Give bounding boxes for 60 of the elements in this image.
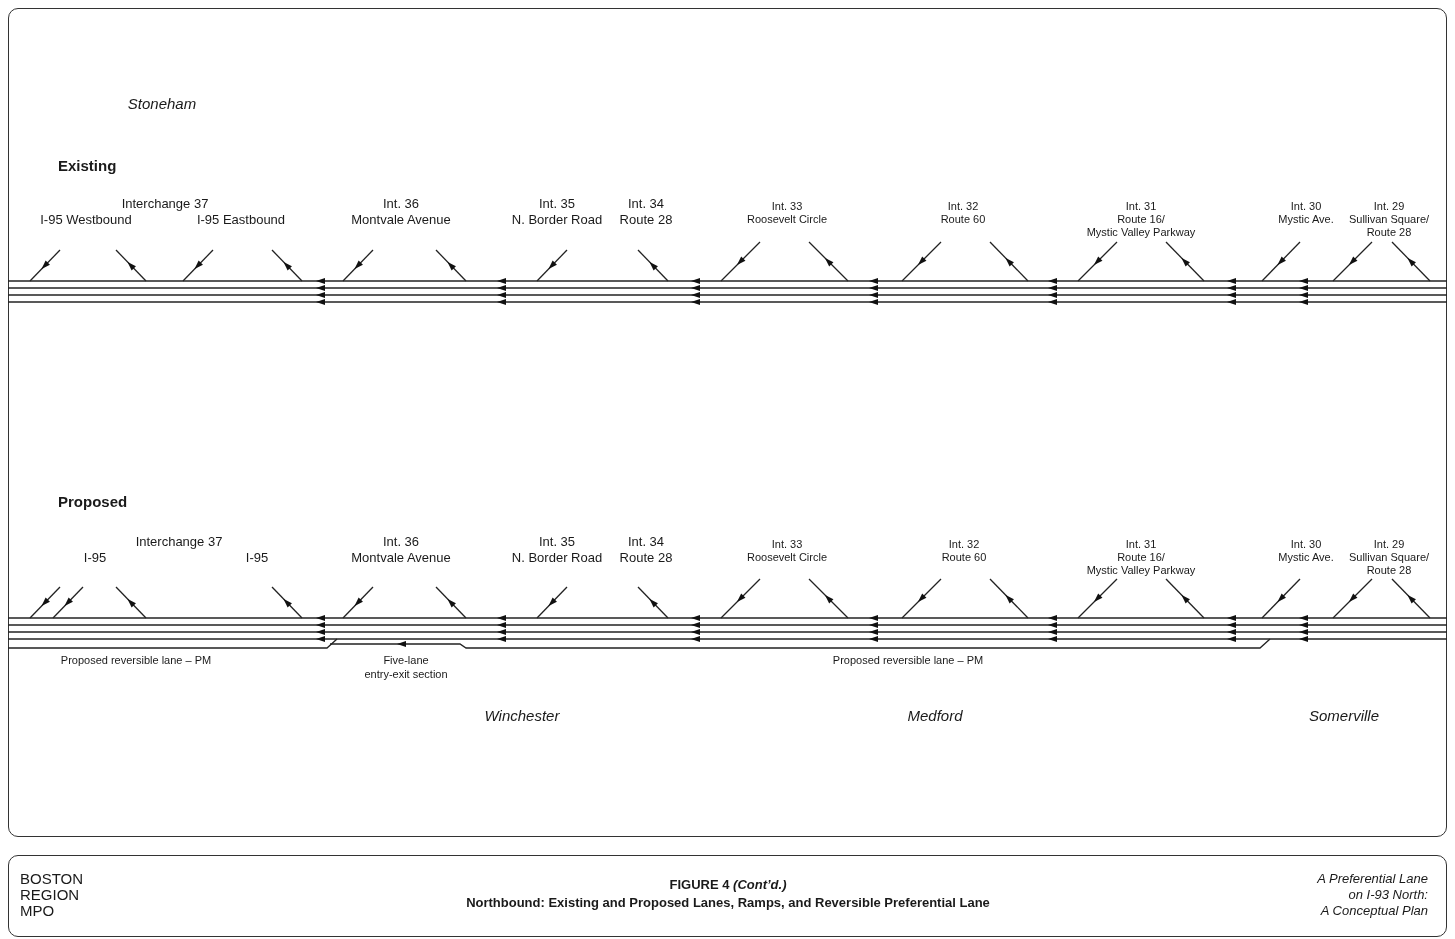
interchange-label: Int. 29 [1373, 201, 1405, 212]
interchange-label: Mystic Valley Parkway [1086, 227, 1196, 238]
interchange-label: Route 16/ [1117, 214, 1165, 225]
place-name: Somerville [1309, 708, 1379, 723]
interchange-label: Sullivan Square/ [1348, 552, 1430, 563]
interchange-label: Route 60 [941, 552, 987, 563]
place-name: Winchester [484, 708, 560, 723]
interchange-label: Int. 34 [627, 535, 665, 548]
interchange-label: Int. 35 [538, 197, 576, 210]
interchange-label: Int. 30 [1290, 539, 1322, 550]
lane-note: Proposed reversible lane – PM [832, 655, 984, 666]
report-title: A Preferential Lane [1317, 872, 1428, 885]
interchange-label: Route 28 [1366, 565, 1412, 576]
interchange-label: Int. 36 [382, 535, 420, 548]
interchange-label: Route 28 [619, 551, 673, 564]
interchange-label: Interchange 37 [135, 535, 223, 548]
interchange-label: Route 28 [1366, 227, 1412, 238]
interchange-label: Mystic Valley Parkway [1086, 565, 1196, 576]
figure-title: FIGURE 4 (Cont’d.) [669, 878, 787, 891]
organization-name: REGION [20, 887, 80, 902]
interchange-label: Mystic Ave. [1278, 552, 1334, 563]
lane-note: Proposed reversible lane – PM [60, 655, 212, 666]
interchange-label: Int. 36 [382, 197, 420, 210]
interchange-label: Int. 29 [1373, 539, 1405, 550]
organization-name: MPO [20, 903, 55, 918]
interchange-label: Int. 34 [627, 197, 665, 210]
interchange-label: Interchange 37 [121, 197, 209, 210]
interchange-label: Roosevelt Circle [746, 214, 828, 225]
interchange-label: Int. 32 [948, 539, 980, 550]
interchange-label: Int. 33 [771, 539, 803, 550]
interchange-label: I-95 [83, 551, 107, 564]
interchange-label: Mystic Ave. [1278, 214, 1334, 225]
interchange-label: Int. 32 [947, 201, 979, 212]
lane-note: Five-lane [383, 655, 429, 666]
interchange-label: I-95 Eastbound [196, 213, 286, 226]
report-title: on I-93 North: [1348, 888, 1428, 901]
interchange-label: I-95 Westbound [40, 213, 132, 226]
interchange-label: Int. 33 [771, 201, 803, 212]
interchange-label: Route 60 [940, 214, 986, 225]
interchange-label: N. Border Road [511, 213, 603, 226]
interchange-label: Route 28 [619, 213, 673, 226]
interchange-label: Montvale Avenue [351, 551, 451, 564]
place-name: Stoneham [127, 96, 197, 111]
interchange-label: Int. 35 [538, 535, 576, 548]
organization-name: BOSTON [20, 871, 84, 886]
interchange-label: Int. 30 [1290, 201, 1322, 212]
interchange-label: Roosevelt Circle [746, 552, 828, 563]
interchange-label: Int. 31 [1125, 201, 1157, 212]
report-title: A Conceptual Plan [1320, 904, 1428, 917]
interchange-label: Montvale Avenue [351, 213, 451, 226]
section-heading: Proposed [58, 494, 128, 509]
interchange-label: Route 16/ [1117, 552, 1165, 563]
interchange-label: Int. 31 [1125, 539, 1157, 550]
figure-caption: Northbound: Existing and Proposed Lanes, Ramps, and Reversible Preferential Lane [466, 896, 990, 909]
lane-note: entry-exit section [364, 669, 448, 680]
interchange-label: Sullivan Square/ [1348, 214, 1430, 225]
section-heading: Existing [58, 158, 117, 173]
interchange-label: N. Border Road [511, 551, 603, 564]
place-name: Medford [907, 708, 963, 723]
interchange-label: I-95 [245, 551, 269, 564]
